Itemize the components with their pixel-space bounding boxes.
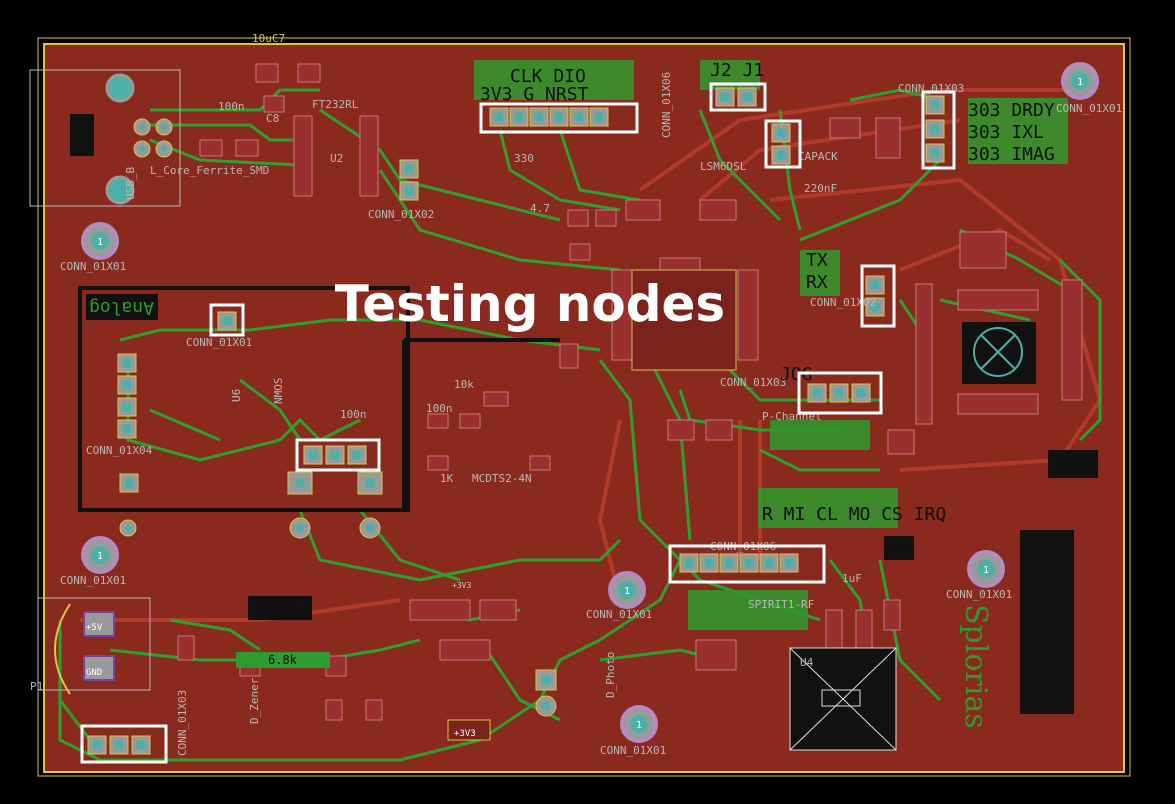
label-220nf: 220nF <box>804 182 837 195</box>
svg-text:1: 1 <box>636 720 642 731</box>
highlight-spi-header <box>668 544 826 584</box>
label-jog: JOG <box>780 364 813 385</box>
label-analog: Analog <box>89 297 154 318</box>
label-plus5v: +5V <box>86 623 103 633</box>
label-spirit1-rf: SPIRIT1-RF <box>748 598 814 611</box>
label-100n-c: 100n <box>426 402 453 415</box>
label-gps: GPS <box>1059 453 1092 474</box>
label-1k: 1K <box>440 472 454 485</box>
copper-pours <box>474 60 1068 630</box>
splorias-logo-box <box>1020 530 1074 714</box>
label-swd-header: CLK DIO <box>510 66 586 87</box>
label-conn-01x01-bm2: CONN_01X01 <box>600 744 666 757</box>
label-6-8k: 6.8k <box>268 653 298 667</box>
label-100n-b: 100n <box>340 408 367 421</box>
svg-text:1: 1 <box>97 237 103 248</box>
label-button: MCDTS2-4N <box>472 472 532 485</box>
label-conn-01x01-tl: CONN_01X01 <box>60 260 126 273</box>
label-u2: U2 <box>330 152 343 165</box>
svg-text:1: 1 <box>97 551 103 562</box>
label-conn-01x03-mid: CONN_01X03 <box>720 376 786 389</box>
mcu-chip <box>631 269 737 371</box>
label-conn-01x01-br: CONN_01X01 <box>946 588 1012 601</box>
label-p1: P1 <box>30 680 43 693</box>
usb-outline <box>29 69 181 207</box>
bt-label-box <box>884 536 914 560</box>
label-power: Power <box>254 597 308 618</box>
label-u4: U4 <box>800 656 814 669</box>
label-usb: USB_B <box>124 167 137 200</box>
testing-node-highlights <box>80 82 956 764</box>
label-conn-01x01-bl: CONN_01X01 <box>60 574 126 587</box>
label-100n: 100n <box>218 100 245 113</box>
svg-text:1: 1 <box>1077 77 1083 88</box>
mounting-holes: 1 1 1 1 1 1 <box>81 62 1099 743</box>
label-conn-01x06-top: CONN_01X06 <box>660 72 673 138</box>
power-jack <box>37 597 151 695</box>
label-ferrite: L_Core_Ferrite_SMD <box>150 164 269 177</box>
label-c7: 10uC7 <box>252 32 285 45</box>
board-outline <box>43 43 1125 773</box>
label-303-drdy: 303 DRDY <box>968 100 1055 121</box>
label-conn-01x01-bm: CONN_01X01 <box>586 608 652 621</box>
usb-body <box>70 114 94 156</box>
label-u6: U6 <box>230 389 243 402</box>
highlight-tx-rx <box>860 264 896 328</box>
label-1uf: 1uF <box>842 572 862 585</box>
label-lsm6dsl: LSM6DSL <box>700 160 747 173</box>
gps-label-box <box>1048 450 1098 478</box>
svg-text:1: 1 <box>624 586 630 597</box>
label-ftdi: FT232RL <box>312 98 359 111</box>
label-capack: CAPACK <box>798 150 838 163</box>
label-d-photo: D_Photo <box>604 652 617 698</box>
highlight-conn-01x03-bl <box>80 724 168 764</box>
highlight-swd-header <box>479 102 639 134</box>
label-bt: BT <box>886 537 908 558</box>
through-hole-pads <box>87 73 945 755</box>
label-conn-01x01-right: CONN_01X01 <box>1056 102 1122 115</box>
label-4-7: 4.7 <box>530 202 550 215</box>
board-edge-cut <box>37 37 1131 777</box>
highlight-conn-01x03-analog <box>295 438 381 472</box>
label-tx: TX <box>806 250 828 271</box>
label-d-zener: D_Zener <box>248 677 261 724</box>
label-rx: RX <box>806 272 828 293</box>
highlight-jog-header <box>797 371 883 415</box>
highlight-conn-01x02-small <box>764 119 802 169</box>
svg-text:1: 1 <box>983 565 989 576</box>
label-303-imag: 303 IMAG <box>968 144 1055 165</box>
analog-area-outline <box>78 286 410 512</box>
smd-pads <box>177 63 1083 721</box>
label-3v3: +3V3 <box>454 729 476 739</box>
label-conn-01x04: CONN_01X04 <box>86 444 153 457</box>
label-gnd: GND <box>86 668 102 678</box>
label-conn-01x02-right: CONN_01X02 <box>810 296 876 309</box>
label-conn-01x01-analog: CONN_01X01 <box>186 336 252 349</box>
label-splorias: Splorias <box>958 604 993 729</box>
label-nmos: NMOS <box>272 378 285 405</box>
label-303-ixl: 303 IXL <box>968 122 1044 143</box>
label-3v3-b: +3V3 <box>452 581 471 590</box>
power-label-box <box>248 596 312 620</box>
diagram-title: Testing nodes <box>334 275 726 333</box>
label-spi-pins: R MI CL MO CS IRQ <box>762 504 946 525</box>
label-10k: 10k <box>454 378 474 391</box>
label-j2-j1: J2 J1 <box>710 60 764 81</box>
highlight-303-header <box>921 90 956 170</box>
gps-antenna-icon <box>973 327 1023 377</box>
highlight-j2-j1 <box>709 82 767 112</box>
label-330: 330 <box>514 152 534 165</box>
analog-label-box <box>86 294 158 320</box>
label-swd-pins: 3V3 G NRST <box>480 84 589 105</box>
label-conn-01x03-bl: CONN_01X03 <box>176 690 189 756</box>
label-c8: C8 <box>266 112 279 125</box>
highlight-analog-node <box>209 303 245 337</box>
label-conn-01x02-top: CONN_01X02 <box>368 208 434 221</box>
